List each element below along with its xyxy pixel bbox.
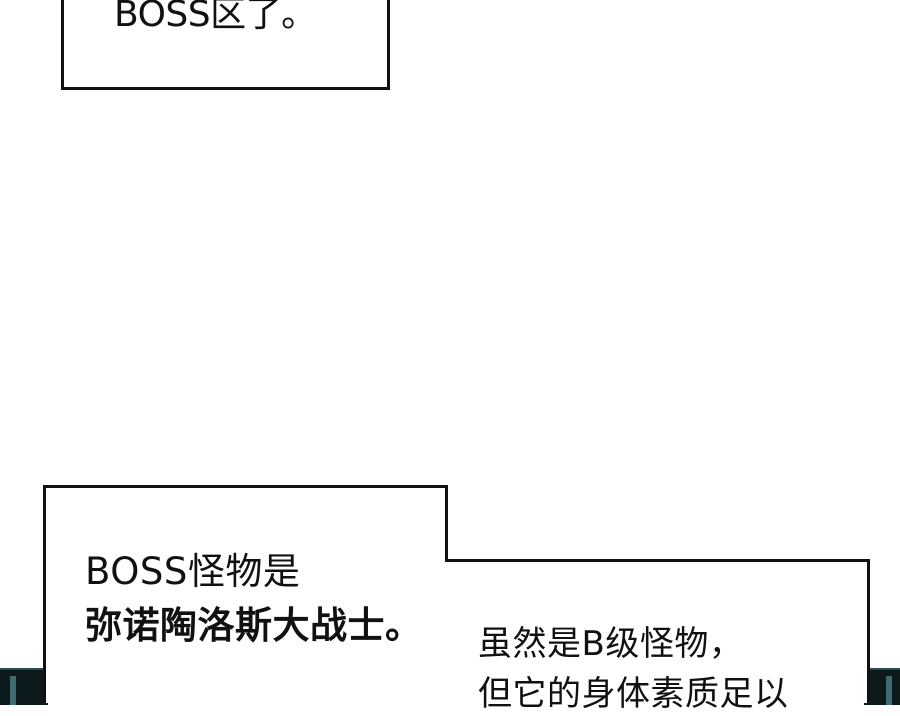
scene-edge-left (10, 676, 16, 705)
caption-left-line-2: 弥诺陶洛斯大战士。 (85, 604, 423, 647)
scene-strip-right (864, 668, 900, 705)
caption-top-text: BOSS区了。 (114, 0, 317, 35)
caption-right-line-2: 但它的身体素质足以 (478, 674, 789, 714)
caption-box-top: BOSS区了。 (61, 0, 390, 90)
caption-right-line-1: 虽然是B级怪物， (478, 624, 744, 664)
scene-strip-left (0, 668, 48, 705)
caption-left-line-1: BOSS怪物是 (85, 550, 301, 593)
scene-edge-right (886, 676, 892, 705)
